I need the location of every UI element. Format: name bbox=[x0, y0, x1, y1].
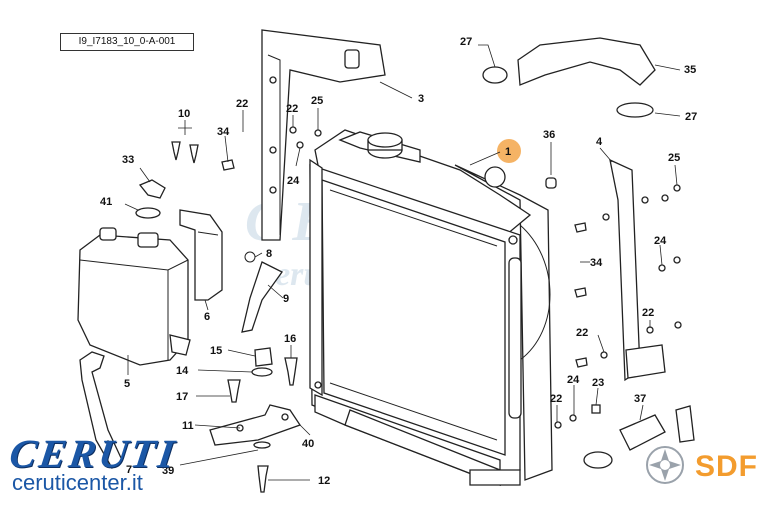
sdf-logo-mark bbox=[646, 446, 684, 484]
callout-17[interactable]: 17 bbox=[176, 391, 188, 403]
callout-24a[interactable]: 24 bbox=[287, 175, 300, 187]
callout-14[interactable]: 14 bbox=[176, 365, 189, 377]
expansion-tank[interactable] bbox=[77, 227, 191, 366]
callout-24b[interactable]: 24 bbox=[654, 235, 667, 247]
callout-12[interactable]: 12 bbox=[318, 475, 330, 487]
callout-10[interactable]: 10 bbox=[178, 108, 190, 120]
callout-34b[interactable]: 34 bbox=[590, 257, 603, 269]
lower-hose[interactable] bbox=[583, 405, 695, 469]
callout-24c[interactable]: 24 bbox=[567, 374, 580, 386]
callout-15[interactable]: 15 bbox=[210, 345, 222, 357]
callout-22c[interactable]: 22 bbox=[642, 307, 654, 319]
callout-8[interactable]: 8 bbox=[266, 248, 272, 260]
callout-34a[interactable]: 34 bbox=[217, 126, 230, 138]
callout-22a[interactable]: 22 bbox=[236, 98, 248, 110]
callout-3[interactable]: 3 bbox=[418, 93, 424, 105]
top-bracket[interactable] bbox=[261, 29, 386, 241]
callout-25b[interactable]: 25 bbox=[668, 152, 680, 164]
lower-bracket[interactable] bbox=[209, 404, 302, 446]
callout-22e[interactable]: 22 bbox=[550, 393, 562, 405]
callout-9[interactable]: 9 bbox=[283, 293, 289, 305]
callout-27b[interactable]: 27 bbox=[685, 111, 697, 123]
upper-hose[interactable] bbox=[482, 37, 656, 118]
callout-22b[interactable]: 22 bbox=[286, 103, 298, 115]
callout-27a[interactable]: 27 bbox=[460, 36, 472, 48]
callout-41[interactable]: 41 bbox=[100, 196, 112, 208]
side-bracket[interactable] bbox=[609, 158, 666, 382]
callout-5[interactable]: 5 bbox=[124, 378, 130, 390]
callout-7[interactable]: 7 bbox=[126, 464, 132, 476]
callout-33[interactable]: 33 bbox=[122, 154, 134, 166]
callout-35[interactable]: 35 bbox=[684, 64, 696, 76]
leader-lines bbox=[107, 44, 681, 481]
callout-37[interactable]: 37 bbox=[634, 393, 646, 405]
callout-39[interactable]: 39 bbox=[162, 465, 174, 477]
callout-11[interactable]: 11 bbox=[182, 420, 194, 432]
radiator[interactable] bbox=[309, 129, 553, 486]
callout-25a[interactable]: 25 bbox=[311, 95, 323, 107]
callout-16[interactable]: 16 bbox=[284, 333, 296, 345]
sdf-logo-text: SDF bbox=[695, 450, 758, 483]
tank-bracket[interactable] bbox=[179, 209, 223, 301]
ceruti-site-text: ceruticenter.it bbox=[12, 470, 143, 495]
tank-strap[interactable] bbox=[79, 351, 123, 469]
reference-code: I9_I7183_10_0-A-001 bbox=[60, 33, 194, 51]
callout-36[interactable]: 36 bbox=[543, 129, 555, 141]
callout-4[interactable]: 4 bbox=[596, 136, 603, 148]
callout-40[interactable]: 40 bbox=[302, 438, 314, 450]
callout-6[interactable]: 6 bbox=[204, 311, 210, 323]
highlight-marker bbox=[497, 139, 521, 163]
callout-1[interactable]: 1 bbox=[505, 146, 511, 158]
callout-23[interactable]: 23 bbox=[592, 377, 604, 389]
callout-22d[interactable]: 22 bbox=[576, 327, 588, 339]
callout-numbers: 1 3 4 5 6 7 8 9 10 11 12 14 15 16 17 22 … bbox=[100, 36, 697, 487]
